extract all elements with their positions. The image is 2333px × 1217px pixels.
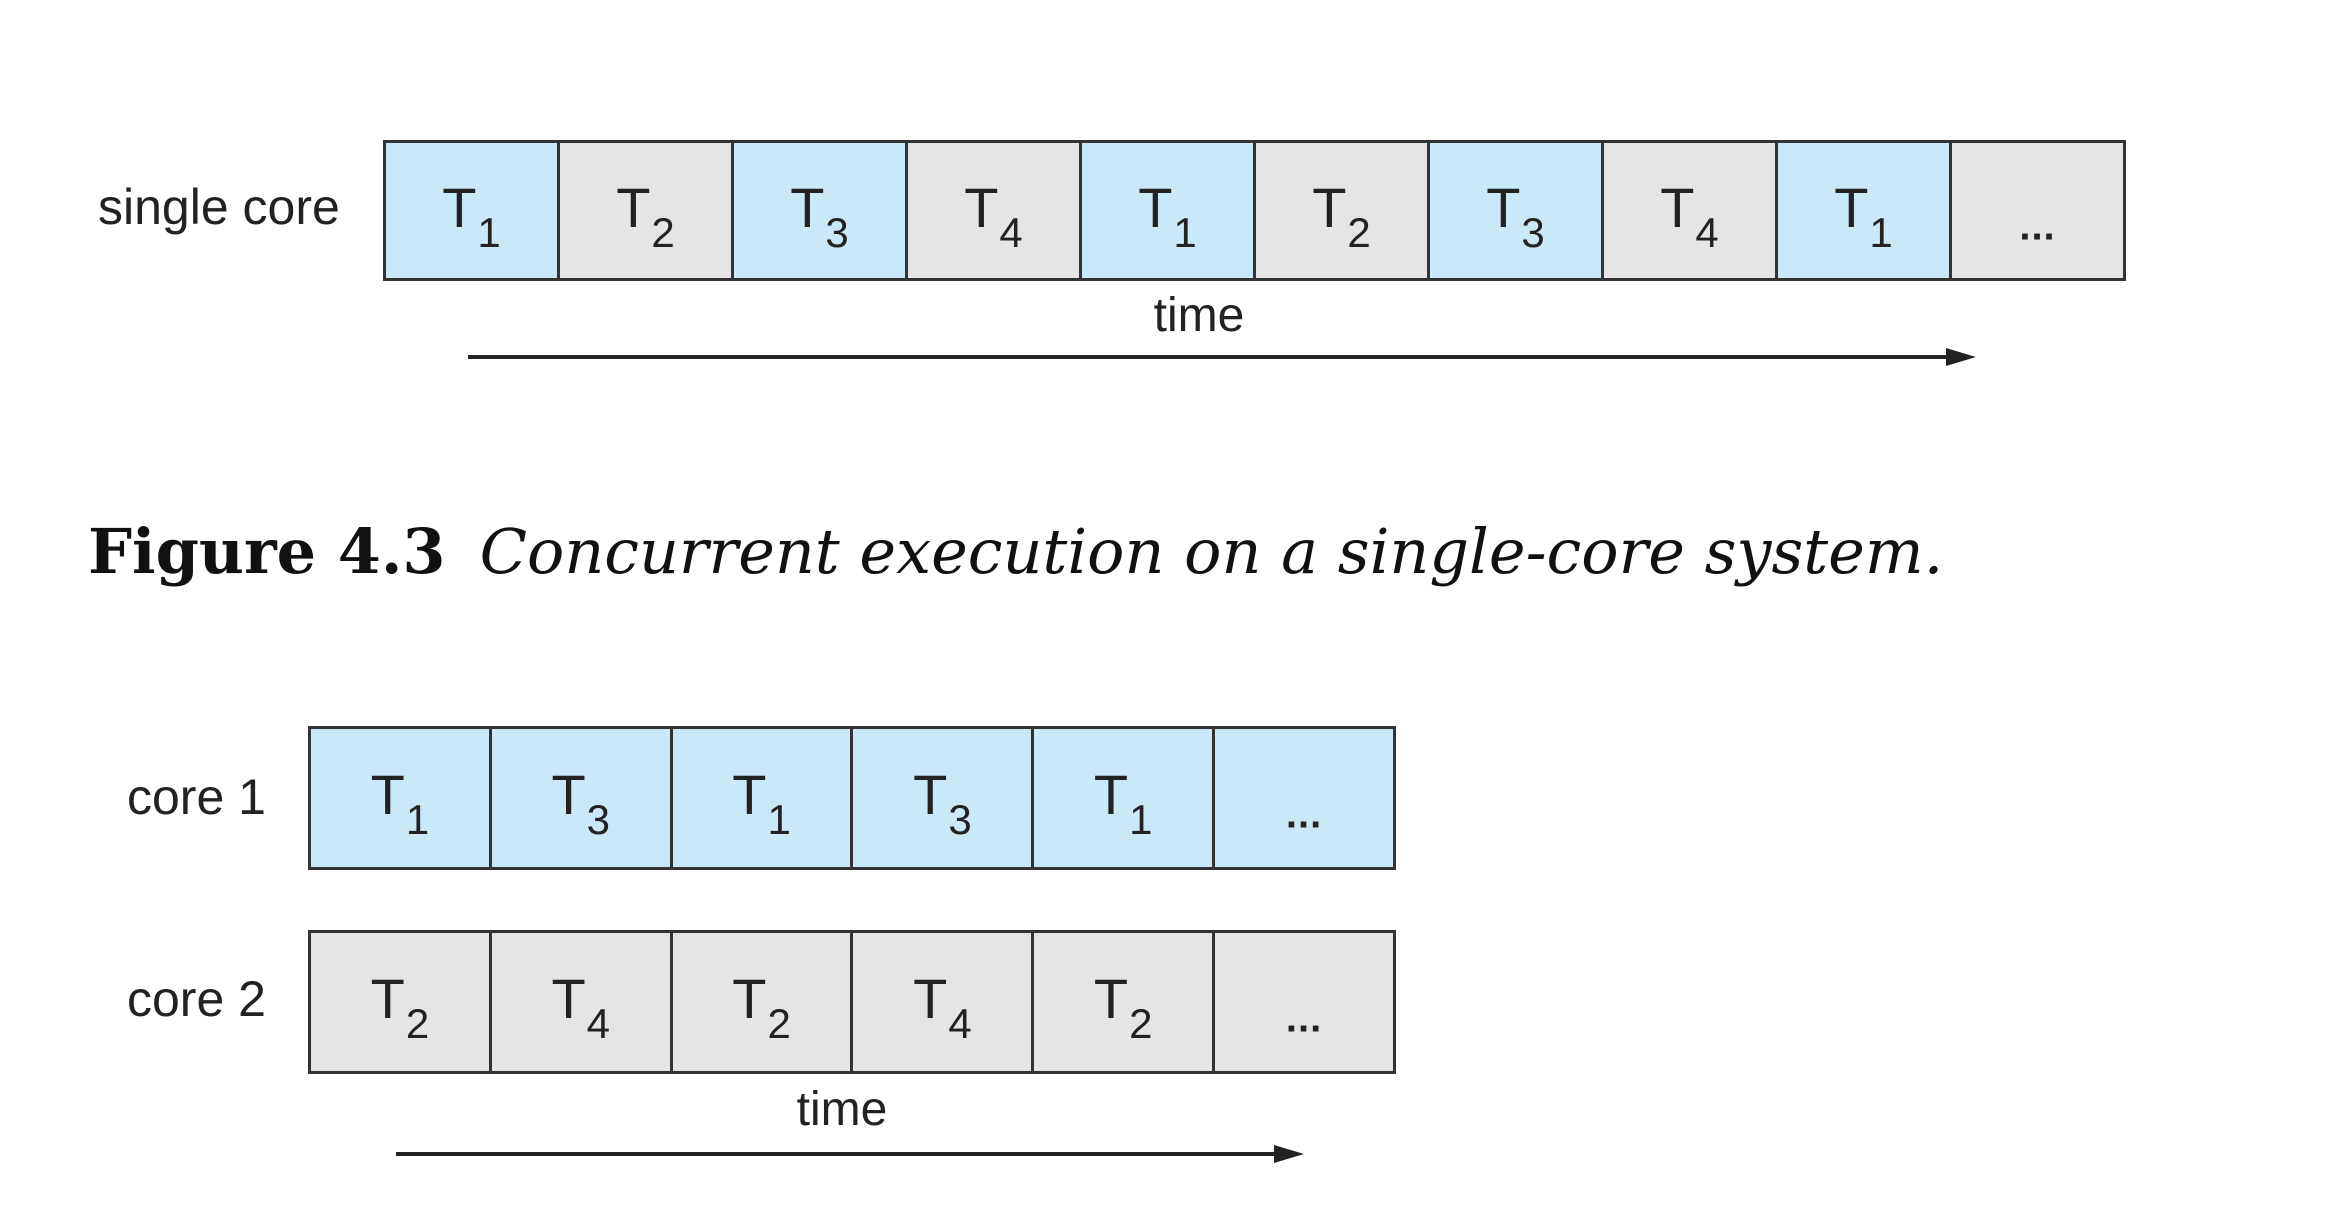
task-label: T4 [913, 971, 972, 1045]
task-label: T3 [551, 767, 610, 841]
task-label: T2 [732, 971, 791, 1045]
task-label: T4 [551, 971, 610, 1045]
task-name: T [551, 967, 586, 1031]
task-subscript: 4 [586, 1000, 611, 1048]
task-name: T [913, 763, 948, 827]
ellipsis: ... [1285, 792, 1323, 837]
task-label: T3 [1486, 179, 1545, 253]
task-label: T3 [790, 179, 849, 253]
task-name: T [1093, 763, 1129, 827]
task-label: T1 [732, 767, 791, 841]
task-cell: T2 [560, 143, 734, 278]
continuation-cell: ... [1952, 143, 2123, 278]
task-cell: T4 [491, 933, 673, 1071]
task-label: T2 [1094, 971, 1153, 1045]
task-subscript: 3 [948, 796, 972, 844]
time-label: time [796, 1083, 888, 1136]
figure-number: Figure 4.3 [88, 515, 446, 588]
task-cell: T3 [853, 729, 1035, 867]
task-subscript: 4 [1695, 208, 1719, 256]
task-name: T [551, 763, 586, 827]
task-subscript: 1 [477, 208, 501, 256]
task-subscript: 2 [1347, 208, 1371, 256]
task-cell: T1 [311, 729, 492, 867]
ellipsis: ... [1285, 996, 1323, 1041]
task-cell: T3 [734, 143, 908, 278]
core-2-label: core 2 [127, 971, 266, 1027]
task-name: T [370, 763, 405, 827]
task-name: T [1660, 175, 1695, 239]
task-subscript: 2 [1129, 1000, 1153, 1048]
task-name: T [1834, 175, 1869, 239]
task-subscript: 2 [651, 208, 675, 256]
task-subscript: 4 [999, 208, 1023, 256]
task-label: T1 [1094, 767, 1153, 841]
task-label: T1 [1138, 179, 1197, 253]
task-name: T [370, 967, 405, 1031]
figure-caption: Figure 4.3 Concurrent execution on a sing… [88, 515, 1943, 588]
task-cell: T1 [672, 729, 854, 867]
task-subscript: 1 [767, 796, 791, 844]
time-arrow [468, 348, 1976, 366]
task-cell: T4 [853, 933, 1035, 1071]
task-subscript: 1 [1129, 796, 1153, 844]
task-subscript: 3 [586, 796, 611, 844]
core-1-label: core 1 [127, 769, 266, 825]
task-cell: T2 [672, 933, 854, 1071]
continuation-cell: ... [1215, 933, 1393, 1071]
single-core-label: single core [98, 179, 340, 235]
task-name: T [913, 967, 948, 1031]
task-cell: T3 [1430, 143, 1604, 278]
task-subscript: 1 [1173, 208, 1197, 256]
time-arrow [396, 1145, 1304, 1163]
figure-description: Concurrent execution on a single-core sy… [479, 515, 1944, 588]
task-label: T4 [964, 179, 1023, 253]
task-name: T [1093, 967, 1129, 1031]
task-cell: T4 [1604, 143, 1778, 278]
task-cell: T1 [1778, 143, 1952, 278]
task-name: T [732, 967, 767, 1031]
task-subscript: 3 [825, 208, 849, 256]
task-cell: T4 [908, 143, 1082, 278]
task-cell: T1 [386, 143, 560, 278]
time-label: time [1153, 289, 1245, 342]
task-subscript: 3 [1521, 208, 1545, 256]
task-label: T2 [1312, 179, 1371, 253]
task-name: T [1486, 175, 1521, 239]
task-label: T1 [371, 767, 430, 841]
task-name: T [616, 175, 651, 239]
task-label: T1 [1834, 179, 1893, 253]
task-subscript: 1 [405, 796, 430, 844]
task-label: T3 [913, 767, 972, 841]
continuation-cell: ... [1215, 729, 1393, 867]
task-name: T [1138, 175, 1173, 239]
task-label: T2 [616, 179, 675, 253]
task-name: T [732, 763, 767, 827]
task-label: T4 [1660, 179, 1719, 253]
task-cell: T3 [491, 729, 673, 867]
task-name: T [1312, 175, 1347, 239]
task-cell: T2 [1034, 933, 1216, 1071]
task-subscript: 4 [948, 1000, 972, 1048]
task-cell: T2 [311, 933, 492, 1071]
task-cell: T2 [1256, 143, 1430, 278]
task-cell: T1 [1082, 143, 1256, 278]
task-subscript: 2 [405, 1000, 430, 1048]
task-subscript: 2 [767, 1000, 791, 1048]
ellipsis: ... [2019, 204, 2056, 249]
task-cell: T1 [1034, 729, 1216, 867]
task-subscript: 1 [1869, 208, 1893, 256]
task-name: T [442, 175, 477, 239]
task-label: T2 [371, 971, 430, 1045]
task-label: T1 [442, 179, 501, 253]
task-name: T [964, 175, 999, 239]
task-name: T [790, 175, 825, 239]
